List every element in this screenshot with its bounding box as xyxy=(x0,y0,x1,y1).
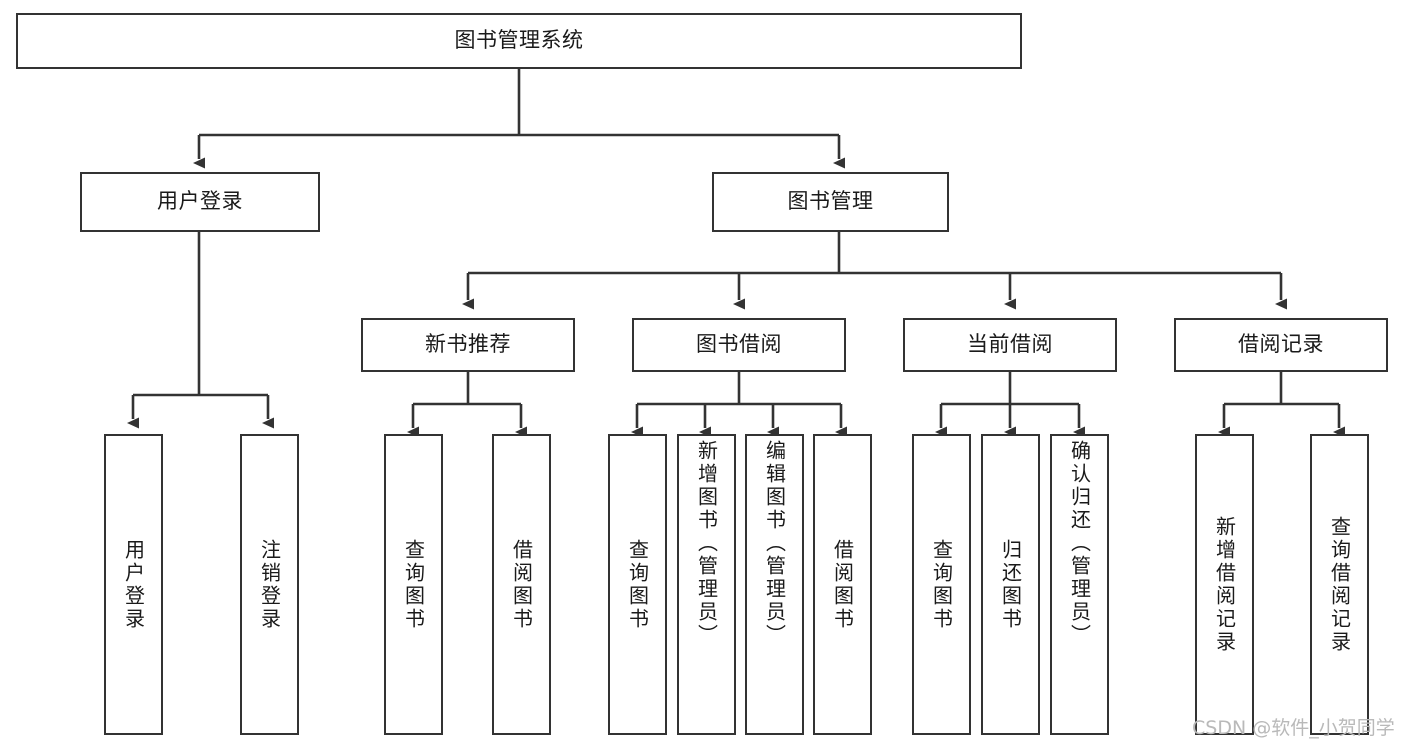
node-leaf-borrow-book-2[interactable]: 借阅图书 xyxy=(813,434,872,735)
csdn-watermark: CSDN @软件_小贺同学 xyxy=(1192,717,1395,739)
node-label: 借阅图书 xyxy=(830,538,855,631)
node-label: 新书推荐 xyxy=(425,332,511,357)
node-leaf-query-book-3[interactable]: 查询图书 xyxy=(912,434,971,735)
node-label: 查询图书 xyxy=(929,538,954,631)
node-label: 归还图书 xyxy=(998,538,1023,631)
node-leaf-query-book-2[interactable]: 查询图书 xyxy=(608,434,667,735)
node-label: 用户登录 xyxy=(121,538,146,631)
node-label: 借阅图书 xyxy=(509,538,534,631)
node-new-book-recommend[interactable]: 新书推荐 xyxy=(361,318,575,372)
node-label: 查询借阅记录 xyxy=(1327,515,1352,654)
node-leaf-query-borrow-record[interactable]: 查询借阅记录 xyxy=(1310,434,1369,735)
node-label: 新增图书（管理员） xyxy=(694,440,719,647)
node-label: 注销登录 xyxy=(257,538,282,631)
node-borrow-record[interactable]: 借阅记录 xyxy=(1174,318,1388,372)
node-leaf-edit-book-admin[interactable]: 编辑图书（管理员） xyxy=(745,434,804,735)
node-leaf-user-login[interactable]: 用户登录 xyxy=(104,434,163,735)
node-leaf-add-book-admin[interactable]: 新增图书（管理员） xyxy=(677,434,736,735)
node-book-management[interactable]: 图书管理 xyxy=(712,172,949,232)
node-label: 借阅记录 xyxy=(1238,332,1324,357)
node-label: 图书管理 xyxy=(787,189,874,214)
node-label: 查询图书 xyxy=(625,538,650,631)
node-label: 编辑图书（管理员） xyxy=(762,440,787,647)
node-user-login[interactable]: 用户登录 xyxy=(80,172,320,232)
node-current-borrow[interactable]: 当前借阅 xyxy=(903,318,1117,372)
node-leaf-return-book[interactable]: 归还图书 xyxy=(981,434,1040,735)
node-label: 用户登录 xyxy=(157,189,243,214)
node-leaf-query-book-1[interactable]: 查询图书 xyxy=(384,434,443,735)
node-label: 当前借阅 xyxy=(967,332,1053,357)
node-label: 图书借阅 xyxy=(696,332,782,357)
node-leaf-logout-login[interactable]: 注销登录 xyxy=(240,434,299,735)
node-book-borrow[interactable]: 图书借阅 xyxy=(632,318,846,372)
node-root-book-management-system[interactable]: 图书管理系统 xyxy=(16,13,1022,69)
node-label: 查询图书 xyxy=(401,538,426,631)
node-label: 确认归还（管理员） xyxy=(1067,440,1092,647)
node-label: 图书管理系统 xyxy=(454,28,584,53)
node-leaf-add-borrow-record[interactable]: 新增借阅记录 xyxy=(1195,434,1254,735)
node-leaf-confirm-return-admin[interactable]: 确认归还（管理员） xyxy=(1050,434,1109,735)
node-label: 新增借阅记录 xyxy=(1212,515,1237,654)
node-leaf-borrow-book-1[interactable]: 借阅图书 xyxy=(492,434,551,735)
